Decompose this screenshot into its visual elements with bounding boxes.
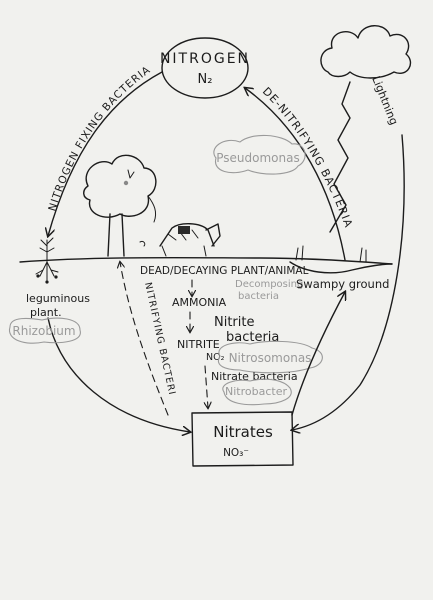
lightning-bolt-icon <box>329 81 351 233</box>
nitrates-label: Nitrates <box>213 423 273 441</box>
decomposing-label: Decomposing <box>235 279 303 290</box>
nitrite-label: NITRITE <box>177 338 220 351</box>
bacteria-grey-label: bacteria <box>238 291 279 302</box>
leguminous-label: leguminous <box>26 292 90 305</box>
nitrosomonas-label: Nitrosomonas <box>229 351 312 365</box>
n2-formula: N₂ <box>198 72 213 87</box>
nitrate-bacteria-label: Nitrate bacteria <box>211 370 298 383</box>
arrow-nitrifying-to-tree <box>120 262 169 416</box>
nitrobacter-label: Nitrobacter <box>225 385 287 398</box>
dead-animal-icon <box>139 223 221 257</box>
swampy-ground-dip <box>289 261 393 274</box>
dead-decaying-label: DEAD/DECAYING PLANT/ANIMAL <box>140 265 309 277</box>
pseudomonas-bubble <box>213 134 306 175</box>
rhizobium-label: Rhizobium <box>12 324 75 338</box>
pseudomonas-label: Pseudomonas <box>216 151 299 165</box>
arrow-lightning-to-nitrates <box>292 134 405 430</box>
ground-line <box>19 256 393 265</box>
lightning-label: Lightning <box>369 74 400 127</box>
nitrogen-fixing-label: NITROGEN FIXING BACTERIA <box>46 64 153 213</box>
nitrogen-oval <box>161 37 249 99</box>
nitrogen-label: NITROGEN <box>160 51 250 67</box>
arrow-nitrogen-to-plant <box>48 71 163 236</box>
no2-formula: NO₂ <box>206 352 225 363</box>
arrow-swamp-to-nitrogen <box>245 88 346 261</box>
arrow-nitrates-to-swamp <box>291 292 345 416</box>
tree-icon <box>83 154 157 257</box>
ammonia-label: AMMONIA <box>172 296 227 309</box>
no3-formula: NO₃⁻ <box>223 447 249 459</box>
cloud-icon <box>320 25 412 79</box>
rhizobium-bubble <box>9 317 81 344</box>
nitrite-bacteria-label-1: Nitrite <box>214 315 255 330</box>
nitrobacter-bubble <box>222 378 292 406</box>
nitrates-box <box>191 411 294 467</box>
swampy-ground-label: Swampy ground <box>296 277 389 291</box>
swamp-reeds <box>295 245 367 263</box>
nitrosomonas-bubble <box>218 340 323 374</box>
arrow-nitrite-to-nitrates <box>205 365 208 408</box>
plant-label: plant. <box>30 306 62 319</box>
arrow-plant-to-nitrates <box>47 317 190 432</box>
leguminous-plant-icon <box>35 237 59 284</box>
